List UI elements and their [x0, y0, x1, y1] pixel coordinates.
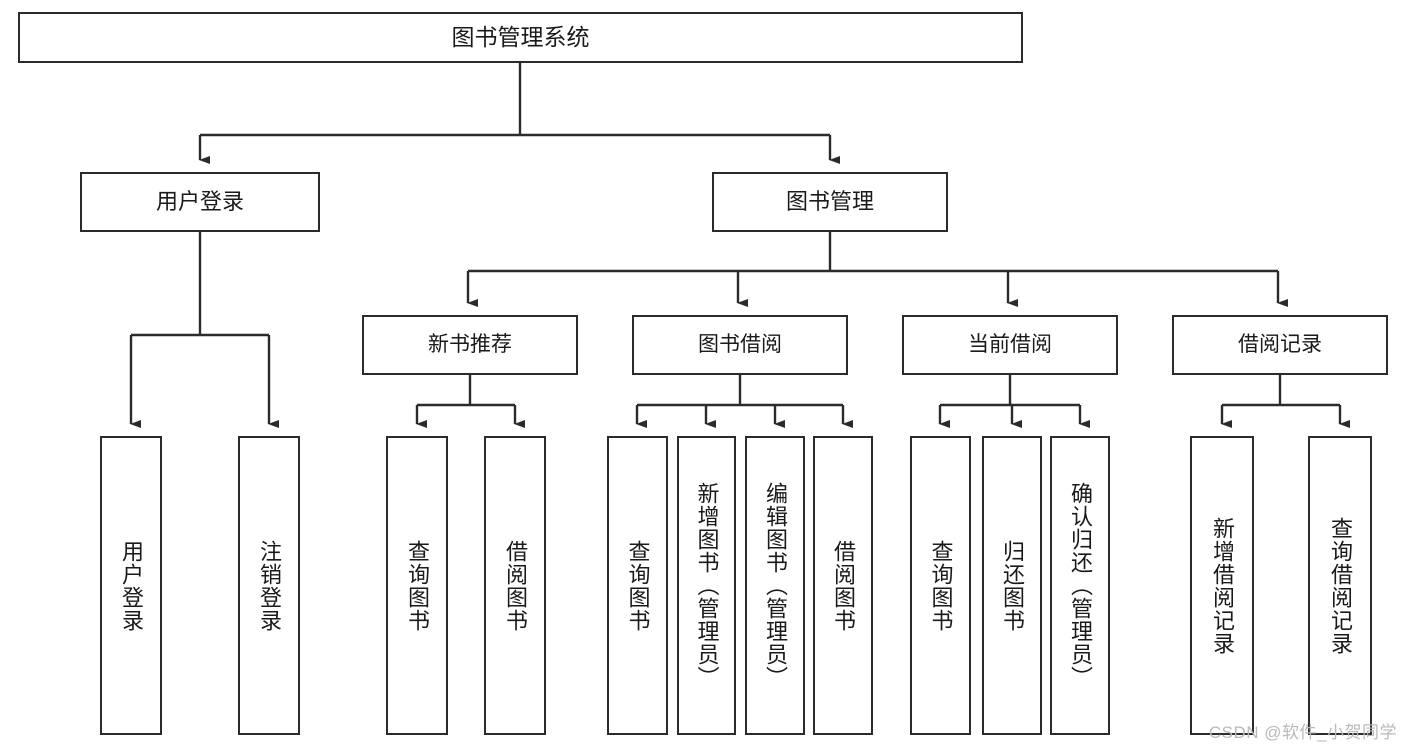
node-user-login-label: 用户登录 — [155, 189, 244, 215]
node-root-system[interactable]: 图书管理系统 — [18, 12, 1023, 63]
node-borrow-record-label: 借阅记录 — [1238, 332, 1322, 356]
node-current-borrow-label: 当前借阅 — [968, 332, 1052, 356]
leaf-edit-book-admin[interactable]: 编辑图书（管理员） — [745, 436, 805, 735]
leaf-query-book-borrow[interactable]: 查询图书 — [607, 436, 668, 735]
node-book-borrow-label: 图书借阅 — [698, 332, 782, 356]
leaf-query-book-current-label: 查询图书 — [928, 539, 954, 632]
csdn-watermark: CSDN @软件_小贺同学 — [1208, 723, 1397, 742]
leaf-edit-book-admin-label: 编辑图书（管理员） — [762, 482, 788, 689]
leaf-confirm-return-admin-label: 确认归还（管理员） — [1067, 482, 1093, 689]
node-root-label: 图书管理系统 — [451, 23, 590, 50]
leaf-borrow-book[interactable]: 借阅图书 — [813, 436, 873, 735]
leaf-query-borrow-record-label: 查询借阅记录 — [1327, 516, 1353, 655]
node-new-book-recommend-label: 新书推荐 — [428, 332, 512, 356]
leaf-add-borrow-record[interactable]: 新增借阅记录 — [1190, 436, 1254, 735]
leaf-borrow-book-newbook-label: 借阅图书 — [502, 539, 528, 632]
leaf-add-book-admin[interactable]: 新增图书（管理员） — [677, 436, 736, 735]
leaf-add-book-admin-label: 新增图书（管理员） — [694, 482, 720, 689]
node-book-management[interactable]: 图书管理 — [712, 172, 948, 232]
leaf-return-book-label: 归还图书 — [999, 539, 1025, 632]
leaf-return-book[interactable]: 归还图书 — [982, 436, 1042, 735]
node-book-borrow[interactable]: 图书借阅 — [632, 315, 848, 375]
leaf-query-book-borrow-label: 查询图书 — [625, 539, 651, 632]
leaf-query-book-newbook[interactable]: 查询图书 — [386, 436, 448, 735]
leaf-user-login[interactable]: 用户登录 — [100, 436, 162, 735]
node-user-login[interactable]: 用户登录 — [80, 172, 320, 232]
node-book-management-label: 图书管理 — [785, 189, 874, 215]
leaf-borrow-book-newbook[interactable]: 借阅图书 — [484, 436, 546, 735]
node-new-book-recommend[interactable]: 新书推荐 — [362, 315, 578, 375]
leaf-query-book-newbook-label: 查询图书 — [404, 539, 430, 632]
leaf-query-borrow-record[interactable]: 查询借阅记录 — [1308, 436, 1372, 735]
leaf-user-login-label: 用户登录 — [118, 539, 144, 632]
leaf-confirm-return-admin[interactable]: 确认归还（管理员） — [1050, 436, 1110, 735]
leaf-logout-label: 注销登录 — [256, 539, 282, 632]
leaf-borrow-book-label: 借阅图书 — [830, 539, 856, 632]
leaf-logout[interactable]: 注销登录 — [238, 436, 300, 735]
node-current-borrow[interactable]: 当前借阅 — [902, 315, 1118, 375]
leaf-add-borrow-record-label: 新增借阅记录 — [1209, 516, 1235, 655]
node-borrow-record[interactable]: 借阅记录 — [1172, 315, 1388, 375]
leaf-query-book-current[interactable]: 查询图书 — [910, 436, 971, 735]
